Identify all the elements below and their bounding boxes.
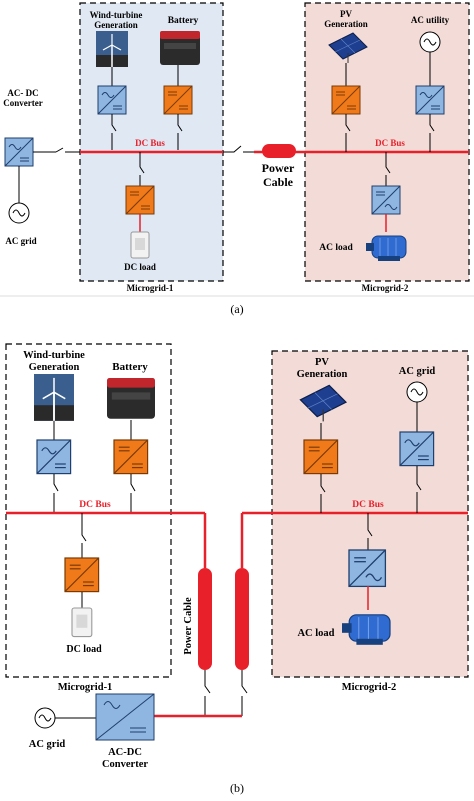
acload-dcac-inverter-b — [348, 549, 387, 588]
wind-label-b-line2: Generation — [29, 362, 80, 373]
ac-grid-source-icon — [8, 202, 30, 224]
power-cable-label-b: Power Cable — [183, 597, 194, 655]
ac-utility-label: AC utility — [411, 15, 450, 25]
acload-dcac-inverter — [371, 185, 401, 215]
grid-acdc-converter — [4, 137, 34, 167]
microgrid-2-label: Microgrid-2 — [362, 283, 409, 293]
wind-acdc-converter — [97, 85, 127, 115]
battery-icon-b — [107, 378, 155, 419]
ac-grid-bottom-label: AC grid — [29, 739, 66, 750]
power-cable-label-line1: Power — [262, 161, 295, 175]
wind-acdc-converter-b — [36, 439, 72, 475]
acdc-converter-label-line2: Converter — [3, 98, 42, 108]
caption-b: (b) — [230, 781, 244, 795]
microgrid-2-box — [304, 2, 470, 282]
microgrid-1-label: Microgrid-1 — [127, 283, 174, 293]
dc-load-icon-b — [71, 607, 93, 638]
microgrid-1-label-b: Microgrid-1 — [58, 682, 113, 693]
ac-grid-top-source-icon — [406, 381, 428, 403]
acdc-converter-label-line1: AC- DC — [7, 88, 38, 98]
wind-turbine-icon-b — [33, 373, 75, 422]
battery-label-b: Battery — [112, 361, 148, 373]
wind-label-line2: Generation — [94, 20, 138, 30]
dc-bus-1-label: DC Bus — [135, 138, 165, 148]
ac-utility-acdc-converter — [415, 85, 445, 115]
pv-dcdc-converter-b — [303, 439, 339, 475]
ac-grid-bottom-source-icon — [34, 707, 56, 729]
ac-grid-top-acdc-converter — [399, 431, 435, 467]
dc-bus-2-b-label: DC Bus — [352, 500, 384, 510]
ac-grid-top-label: AC grid — [399, 366, 436, 377]
dc-load-label: DC load — [124, 262, 156, 272]
acdc-converter-bottom-label-line2: Converter — [102, 759, 148, 770]
dcload-dcdc-converter — [125, 185, 155, 215]
dc-load-icon — [130, 231, 150, 259]
battery-label: Battery — [168, 16, 199, 26]
battery-dcdc-converter-b — [113, 439, 149, 475]
dc-bus-1-b-label: DC Bus — [79, 500, 111, 510]
battery-icon — [160, 31, 200, 65]
pv-label-line2: Generation — [324, 19, 368, 29]
diagram-b: Wind-turbine Generation Battery DC Bus D… — [5, 343, 469, 795]
dc-bus-2-label: DC Bus — [375, 138, 405, 148]
dcload-dcdc-converter-b — [64, 557, 100, 593]
microgrid-2-label-b: Microgrid-2 — [342, 682, 397, 693]
wind-label-line1: Wind-turbine — [90, 10, 143, 20]
pv-label-line1: PV — [340, 9, 352, 19]
pv-dcdc-converter — [331, 85, 361, 115]
power-cable-1-icon — [198, 568, 212, 670]
battery-dcdc-converter — [163, 85, 193, 115]
power-cable-a-icon — [262, 144, 296, 158]
ac-load-label: AC load — [319, 243, 353, 253]
wind-turbine-icon — [95, 30, 129, 68]
pv-label-b-line2: Generation — [297, 369, 348, 380]
dc-load-label-b: DC load — [66, 644, 102, 655]
power-cable-2-icon — [235, 568, 249, 670]
ac-load-label-b: AC load — [297, 628, 334, 639]
pv-label-b-line1: PV — [315, 357, 329, 368]
ac-utility-source-icon — [419, 31, 441, 53]
ac-grid-label: AC grid — [5, 236, 36, 246]
acdc-converter-bottom-label-line1: AC-DC — [108, 747, 142, 758]
wind-label-b-line1: Wind-turbine — [23, 350, 85, 361]
caption-a: (a) — [230, 302, 243, 316]
diagram-a: Wind-turbine Generation Battery AC- DC C… — [0, 2, 474, 316]
power-cable-label-line2: Cable — [263, 175, 294, 189]
